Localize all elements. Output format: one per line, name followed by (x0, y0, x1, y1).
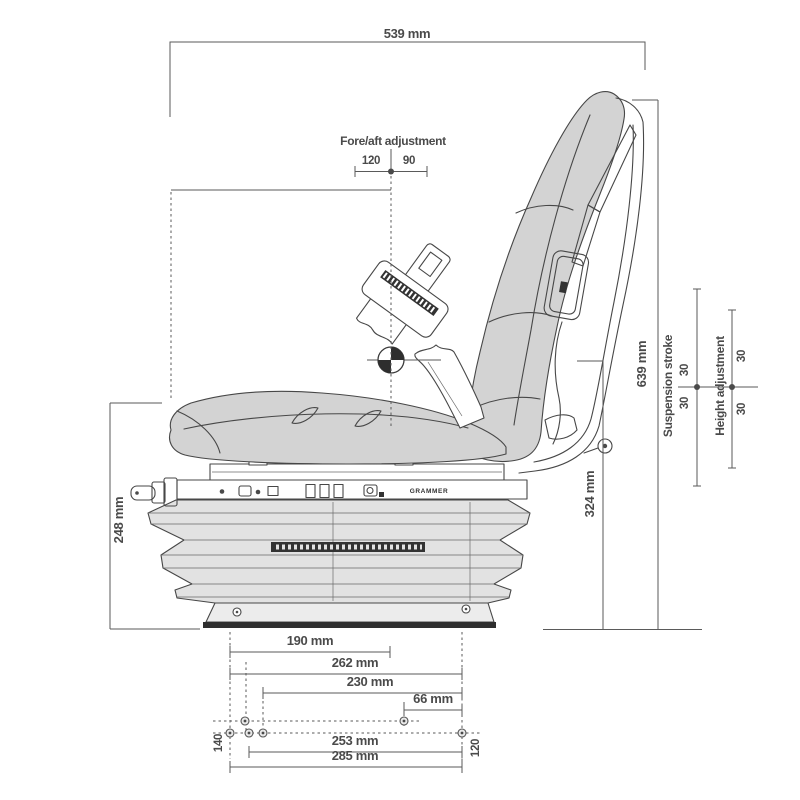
dim-suspension-height: 248 mm (109, 402, 200, 630)
slide-rails: GRAMMER (176, 459, 528, 500)
base-plate (205, 602, 495, 623)
dim-140-label: 140 (213, 734, 225, 752)
suspension-stroke-down: 30 (679, 397, 691, 409)
suspension-bellows (147, 499, 531, 604)
recline-knob (597, 438, 613, 454)
dim-66-label: 66 mm (413, 691, 453, 706)
dim-height-adjustment: Height adjustment 30 30 (712, 309, 758, 469)
height-adjustment-up: 30 (736, 350, 748, 362)
fore-aft-rear-value: 120 (362, 155, 380, 167)
height-adjust-knob (130, 477, 178, 507)
fore-aft-front-value: 90 (403, 155, 415, 167)
suspension-stroke-up: 30 (679, 364, 691, 376)
dim-suspension-stroke: Suspension stroke 30 30 (661, 288, 717, 487)
suspension-top-frame (176, 479, 528, 500)
dim-fore-aft: Fore/aft adjustment 120 90 (340, 134, 446, 177)
adjuster-icon (363, 484, 378, 497)
seat-illustration: GRAMMER (130, 91, 645, 628)
base-pedestal (203, 602, 496, 628)
dim-sip-height-label: 324 mm (582, 471, 597, 518)
dim-262-label: 262 mm (332, 655, 379, 670)
dim-overall-height: 639 mm (632, 99, 659, 629)
dim-overall-height-label: 639 mm (634, 341, 649, 388)
belt-strap (414, 344, 485, 429)
dim-overall-width: 539 mm (169, 26, 646, 117)
belt-buckle (355, 243, 451, 345)
seat-belt (355, 243, 485, 429)
base-foot-bar (203, 622, 496, 628)
reference-lines (170, 176, 392, 427)
dim-253-label: 253 mm (332, 733, 379, 748)
dim-120-label: 120 (470, 739, 482, 757)
dim-230-label: 230 mm (347, 674, 394, 689)
dim-suspension-height-label: 248 mm (111, 497, 126, 544)
height-adjustment-label: Height adjustment (713, 336, 727, 436)
suspension-stroke-label: Suspension stroke (661, 334, 675, 437)
dim-285-label: 285 mm (332, 748, 379, 763)
dim-mounting-bottom: 190 mm 262 mm 230 mm 66 mm 253 mm 285 mm… (213, 632, 482, 773)
fore-aft-label: Fore/aft adjustment (340, 134, 446, 148)
dim-sip-height: 324 mm (577, 360, 604, 629)
dim-190-label: 190 mm (287, 633, 334, 648)
backrest-frame (518, 97, 645, 474)
height-adjustment-down: 30 (736, 403, 748, 415)
seat-cushion (168, 390, 507, 465)
brand-label: GRAMMER (410, 488, 449, 495)
dim-overall-width-label: 539 mm (384, 26, 431, 41)
dimension-annotations: 539 mm Fore/aft adjustment 120 90 639 mm… (109, 26, 758, 773)
backrest-cushion (467, 91, 626, 463)
mounting-holes (225, 716, 467, 738)
